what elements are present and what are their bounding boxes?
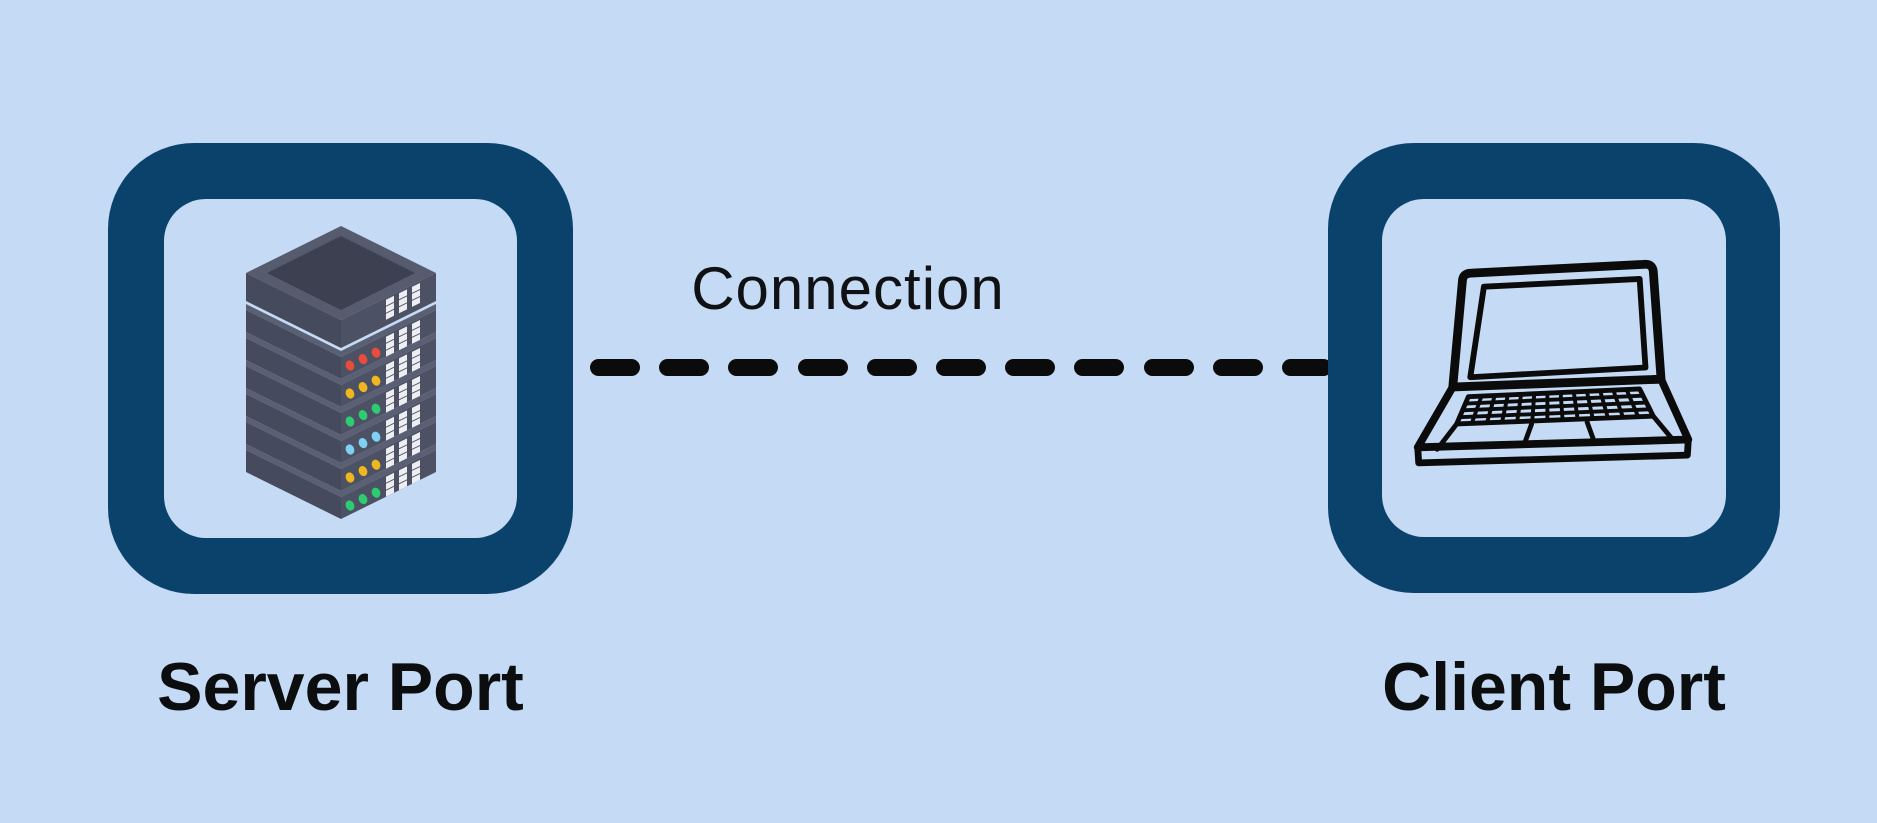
connection-label: Connection (691, 255, 1005, 322)
connection-dash (728, 359, 779, 376)
server-port-label: Server Port (157, 649, 524, 725)
connection-dash (797, 359, 848, 376)
server-node-box (108, 143, 573, 594)
server-node-inner-panel (164, 199, 517, 538)
connection-dash (590, 359, 640, 376)
connection-dashed-line (590, 359, 1332, 376)
connection-dash (866, 359, 917, 376)
connection-dash (1212, 359, 1263, 376)
connection-dash (659, 359, 710, 376)
connection-dash (1074, 359, 1125, 376)
client-port-label: Client Port (1382, 649, 1726, 725)
connection-dash (1005, 359, 1056, 376)
client-node-inner-panel (1382, 199, 1726, 537)
connection-dash (1281, 359, 1332, 376)
connection-dash (935, 359, 986, 376)
laptop-icon (1413, 259, 1693, 467)
server-rack-icon (245, 225, 436, 519)
connection-dash (1143, 359, 1194, 376)
client-node-box (1328, 143, 1780, 593)
